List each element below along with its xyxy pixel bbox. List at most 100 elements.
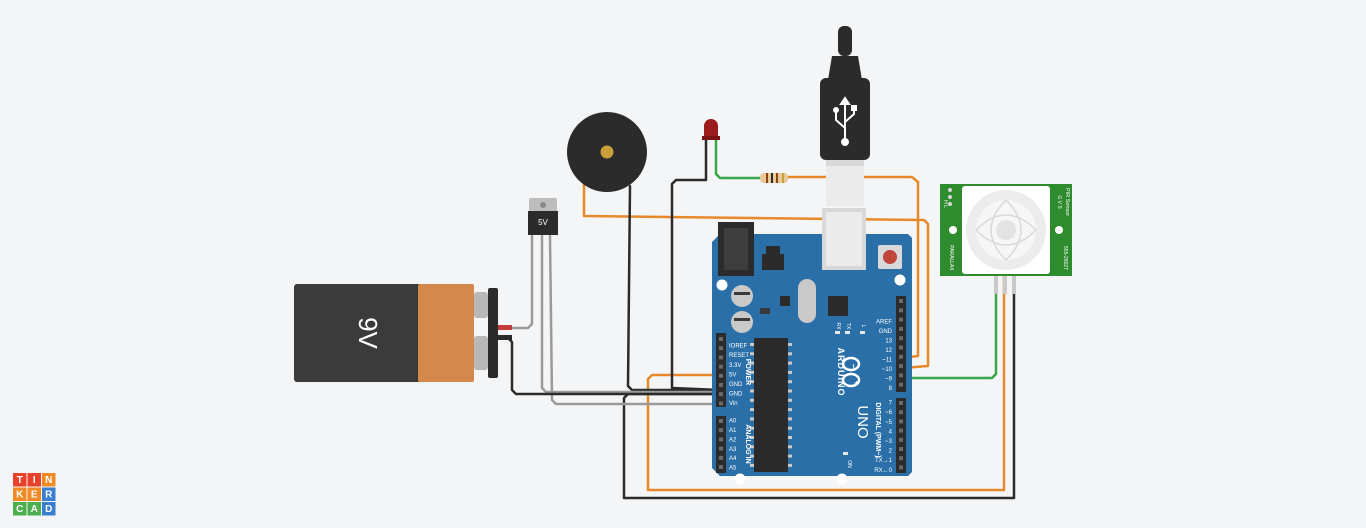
pir-sensor[interactable]: PIR Sensor G V S 555-28027 PARALLAX H L xyxy=(940,184,1072,294)
pin-label: ~3 xyxy=(885,439,893,445)
logo-letter: C xyxy=(16,504,23,515)
logo-letter: R xyxy=(45,489,53,500)
battery-terminal-neg xyxy=(474,336,488,370)
logo-letter: T xyxy=(17,475,23,486)
logo-letter: K xyxy=(16,489,24,500)
pin-label: A2 xyxy=(729,437,737,443)
voltage-regulator[interactable]: 5V xyxy=(528,198,558,235)
logo-letter: E xyxy=(31,489,38,500)
pin-label: ~9 xyxy=(885,377,893,383)
logo-letter: D xyxy=(45,504,52,515)
wire-led-resistor[interactable] xyxy=(714,138,764,180)
battery-clip xyxy=(488,288,498,378)
wire-battery-neg[interactable] xyxy=(496,336,722,396)
mount-hole xyxy=(716,279,728,291)
wire-buzzer-pin10[interactable] xyxy=(582,178,930,370)
digital-section-label: DIGITAL (PWM~) xyxy=(874,402,881,457)
mount-hole xyxy=(894,274,906,286)
on-led-label: ON xyxy=(846,460,852,468)
led-red[interactable] xyxy=(702,119,720,140)
pir-pin-vcc[interactable] xyxy=(1003,276,1007,294)
wire-5v-pir[interactable] xyxy=(646,274,1006,492)
wire-resistor-pin11[interactable] xyxy=(786,175,920,360)
usb-cable-strain xyxy=(838,26,852,56)
logo-letter: N xyxy=(45,475,52,486)
pin-label: A5 xyxy=(729,466,737,472)
pin-label: IOREF xyxy=(729,344,748,350)
pin-label: 13 xyxy=(885,339,892,345)
l-led-label: L xyxy=(860,325,866,328)
capacitor xyxy=(731,311,753,333)
analog-section-label: ANALOG IN xyxy=(744,424,751,463)
pin-label: 2 xyxy=(889,449,893,455)
pin-label: Vin xyxy=(729,401,738,407)
arduino-model: UNO xyxy=(854,405,871,438)
pin-label: A3 xyxy=(729,447,737,453)
digital-header-bottom xyxy=(896,398,906,473)
pin-label: RX←0 xyxy=(874,468,892,474)
pin-label: 4 xyxy=(889,429,893,435)
power-header xyxy=(716,333,726,407)
pin-label: ~10 xyxy=(882,367,893,373)
piezo-buzzer[interactable] xyxy=(567,112,647,192)
led-body xyxy=(704,119,718,138)
pin-label: 3.3V xyxy=(729,363,741,369)
wire-led-gnd[interactable] xyxy=(670,138,722,392)
regulator-body xyxy=(528,211,558,235)
crystal xyxy=(798,279,816,323)
wire-pir-signal[interactable] xyxy=(900,274,998,380)
rx-label: RX xyxy=(835,323,841,331)
battery-body xyxy=(294,284,422,382)
power-section-label: POWER xyxy=(744,359,751,385)
pir-mount-hole xyxy=(1055,226,1063,234)
battery-black-lead xyxy=(498,335,512,340)
usb-plug-metal xyxy=(826,160,864,206)
arduino-logo-icon: − + xyxy=(841,356,861,388)
mount-hole xyxy=(734,473,746,485)
usb-icon xyxy=(833,96,857,146)
tx-label: TX xyxy=(845,323,851,330)
pin-label: 12 xyxy=(885,348,892,354)
wire-reg-vin[interactable] xyxy=(548,234,722,406)
pin-label: 8 xyxy=(889,386,893,392)
logo-letter: I xyxy=(33,475,36,486)
capacitor xyxy=(731,285,753,307)
pin-label: 7 xyxy=(889,401,893,407)
pin-label: GND xyxy=(729,382,743,388)
wire-reg-gnd[interactable] xyxy=(540,234,722,394)
usb-chip xyxy=(828,296,848,316)
usb-cable[interactable] xyxy=(820,26,870,206)
pin-label: RESET xyxy=(729,353,749,359)
resistor[interactable] xyxy=(760,173,788,183)
pir-maker: PARALLAX xyxy=(948,245,954,271)
pin-label: AREF xyxy=(876,320,892,326)
pin-label: A0 xyxy=(729,419,737,425)
pin-label: A4 xyxy=(729,456,737,462)
pir-pins-label: G V S xyxy=(1056,195,1062,209)
pin-label: TX→1 xyxy=(875,458,893,464)
wire-battery-reg[interactable] xyxy=(496,234,534,330)
battery-red-lead xyxy=(498,325,512,330)
pir-jumper-label: H L xyxy=(942,200,948,208)
arduino-brand: ARDUINO xyxy=(836,348,846,397)
battery-9v[interactable]: 9V xyxy=(294,284,512,382)
pin-label: GND xyxy=(729,392,743,398)
analog-header xyxy=(716,416,726,473)
pin-label: GND xyxy=(879,329,893,335)
svg-text:+: + xyxy=(852,381,861,386)
pir-pin-gnd[interactable] xyxy=(1012,276,1016,294)
wire-buzzer-gnd[interactable] xyxy=(626,184,722,392)
svg-text:−: − xyxy=(849,364,858,369)
pir-mount-hole xyxy=(949,226,957,234)
digital-header-top xyxy=(896,296,906,392)
pir-title: PIR Sensor xyxy=(1064,188,1070,216)
pin-label: A1 xyxy=(729,428,737,434)
pir-pin-out[interactable] xyxy=(994,276,998,294)
